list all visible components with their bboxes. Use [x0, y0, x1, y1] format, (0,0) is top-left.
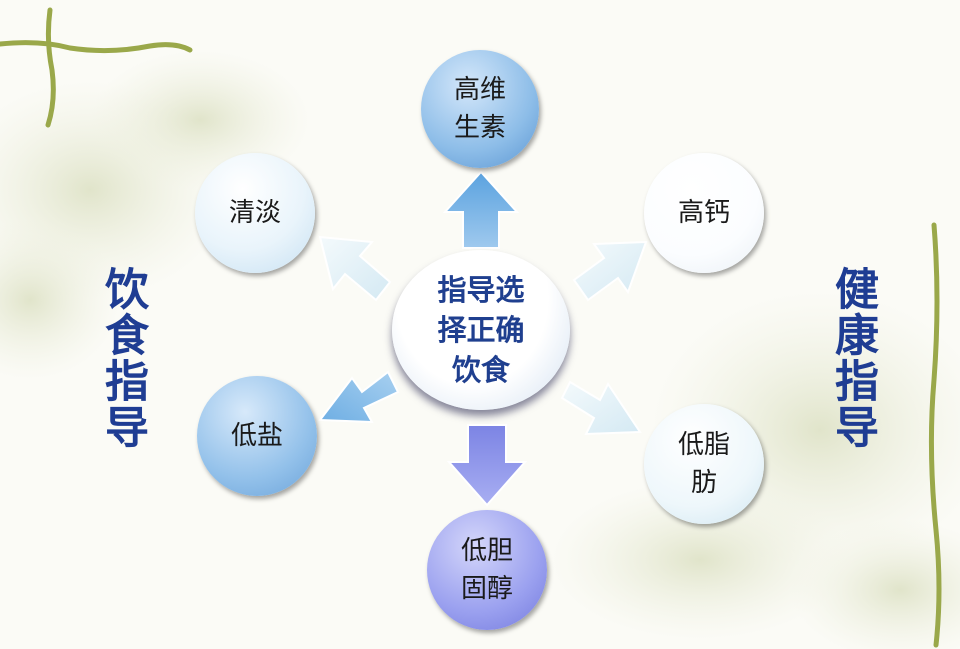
- arrow-lower-right: [562, 382, 640, 434]
- side-title-right: 健康指导: [820, 238, 880, 478]
- node-low-cholesterol: 低胆 固醇: [427, 510, 547, 630]
- side-title-left: 饮食指导: [90, 238, 150, 478]
- arrow-lower-left: [320, 372, 398, 422]
- node-high-calcium: 高钙: [644, 153, 764, 273]
- arrow-down: [449, 425, 525, 505]
- center-node: 指导选 择正确 饮食: [392, 250, 570, 410]
- arrow-upper-right: [574, 242, 646, 300]
- node-low-salt: 低盐: [197, 376, 317, 496]
- node-high-vitamin: 高维 生素: [421, 50, 539, 168]
- arrow-up: [445, 172, 517, 248]
- node-light-diet: 清淡: [195, 153, 315, 273]
- node-low-fat: 低脂 肪: [644, 404, 764, 524]
- arrow-upper-left: [320, 237, 390, 300]
